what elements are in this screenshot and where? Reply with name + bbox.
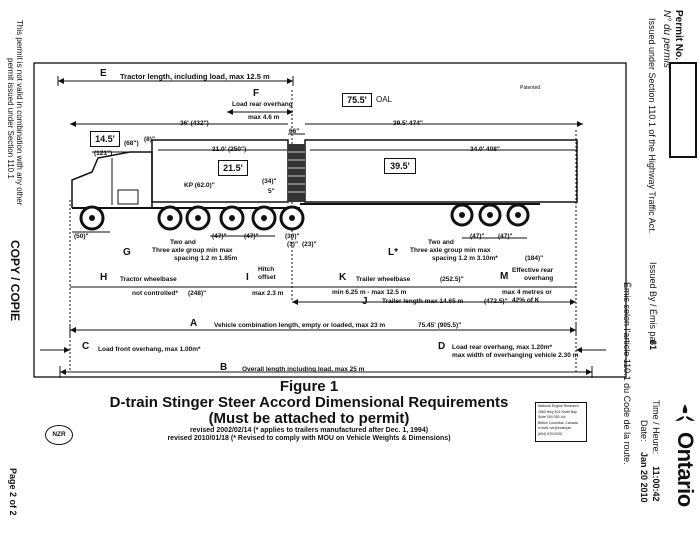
permit-number-field xyxy=(669,62,697,158)
nzr-stamp: NZR xyxy=(45,425,73,445)
dim-472: (472.5)" xyxy=(484,298,508,305)
hitch-label-2: offset xyxy=(258,274,276,281)
figure-title: D-train Stinger Steer Accord Dimensional… xyxy=(109,394,509,411)
g-label-1: Two and xyxy=(170,239,196,246)
load-rear-overhang-d-label: Load rear overhang, max 1.20m* xyxy=(452,344,553,351)
dim-47c: (47)" xyxy=(470,233,485,240)
tractor-length-label: Tractor length, including load, max 12.5… xyxy=(120,72,270,81)
dim-66: 66" xyxy=(289,128,300,135)
figure-subtitle: (Must be attached to permit) xyxy=(208,410,410,427)
load-rear-overhang-max: max 4.6 m xyxy=(248,114,280,121)
rear-trailer-box: 39.5' xyxy=(384,158,416,174)
figure-number: Figure 1 xyxy=(279,378,339,395)
company-line-4: British Columbia, Canada xyxy=(538,420,578,425)
dim-248: (248)" xyxy=(188,290,207,297)
dim-21: 21.0' (250") xyxy=(212,146,247,153)
dim-letter-c: C xyxy=(82,341,90,352)
dim-50: (50)" xyxy=(74,233,89,240)
dim-letter-h: H xyxy=(100,272,108,283)
dim-905: 75.45' (905.5)" xyxy=(418,322,462,329)
front-trailer-box: 21.5' xyxy=(218,160,248,176)
dim-letter-m: M xyxy=(500,271,509,282)
combination-length-label: Vehicle combination length, empty or loa… xyxy=(214,322,386,329)
overall-length-label: Overall length including load, max 25 m xyxy=(242,366,365,373)
dim-184: (184)" xyxy=(525,255,544,262)
revision-2: revised 2010/01/18 (* Revised to comply … xyxy=(167,435,451,442)
m-sub-1: max 4 metres or xyxy=(502,289,552,296)
dim-121: (121") xyxy=(94,150,113,157)
dim-47b: (47)" xyxy=(244,233,259,240)
dim-252: (252.5)" xyxy=(440,276,464,283)
dim-kingpin: KP (62.0)" xyxy=(184,182,215,189)
cab-length-box: 14.5' xyxy=(90,131,120,147)
patented-note: Patented xyxy=(520,85,541,91)
dim-47a: (47)" xyxy=(212,233,227,240)
load-rear-overhang-label: Load rear overhang xyxy=(232,101,293,108)
dim-23: (23)" xyxy=(302,241,317,248)
dim-letter-f: F xyxy=(253,88,260,99)
company-line-5: e-mail: nzr@example xyxy=(538,426,572,431)
m-label-1: Effective rear xyxy=(512,267,554,274)
company-info-box: National Engine Research 1860 Hwy 401 No… xyxy=(535,402,587,442)
dim-letter-g: G xyxy=(123,247,131,258)
revision-1: revised 2002/02/14 (* applies to trailer… xyxy=(189,427,429,434)
max-width-overhang-label: max width of overhanging vehicle 2.30 m xyxy=(452,352,579,359)
g-label-3: spacing 1.2 m 1.85m xyxy=(174,255,238,262)
dim-34: 34.0' 408" xyxy=(470,146,500,153)
dim-34in: (34)" xyxy=(262,178,277,185)
l-label-1: Two and xyxy=(428,239,454,246)
m-label-2: overhang xyxy=(524,275,554,282)
dim-1: (1)" xyxy=(287,241,299,248)
dim-letter-e: E xyxy=(100,68,107,79)
load-front-overhang-label: Load front overhang, max 1.00m* xyxy=(98,346,201,353)
dim-68: (68") xyxy=(124,140,139,147)
company-line-6: (604) 579-0000 xyxy=(538,431,562,436)
dim-30: (30)" xyxy=(285,233,300,240)
dim-letter-j: J xyxy=(362,296,368,307)
dim-47d: (47)" xyxy=(498,233,513,240)
m-sub-2: 42% of K xyxy=(512,297,540,304)
dim-letter-k: K xyxy=(339,272,347,283)
hitch-sub: max 2.3 m xyxy=(252,290,284,297)
trailer-wheelbase-label: Trailer wheelbase xyxy=(356,276,411,283)
trillium-logo-icon xyxy=(672,402,698,428)
dim-letter-i: I xyxy=(246,272,249,283)
dim-36: 36' (432") xyxy=(180,120,209,127)
g-label-2: Three axle group min max xyxy=(152,247,233,254)
company-line-3: Suite 000 000 Ltd xyxy=(538,415,566,420)
dim-8: (8)" xyxy=(144,136,156,143)
company-line-2: 1860 Hwy 401 North Bay xyxy=(538,409,577,414)
trailer-length-label: Trailer length max 14.65 m xyxy=(382,298,464,305)
dim-letter-b: B xyxy=(220,362,228,373)
dim-letter-l: L* xyxy=(388,247,398,258)
dim-letter-d: D xyxy=(438,341,446,352)
dim-5: 5" xyxy=(268,188,275,195)
dim-39-5: 39.5' 474" xyxy=(393,120,423,127)
trailer-wheelbase-sub: min 6.25 m - max 12.5 m xyxy=(332,289,407,296)
company-line-1: National Engine Research xyxy=(538,404,579,408)
hitch-label-1: Hitch xyxy=(258,266,275,273)
l-label-2: Three axle group min max xyxy=(410,247,491,254)
l-label-3: spacing 1.2 m 3.10m* xyxy=(432,255,498,262)
oal-value-box: 75.5' xyxy=(342,93,372,107)
dim-letter-a: A xyxy=(190,318,198,329)
oal-label: OAL xyxy=(376,95,393,104)
tractor-wheelbase-sub: not controlled* xyxy=(132,290,178,297)
tractor-wheelbase-label: Tractor wheelbase xyxy=(120,276,177,283)
